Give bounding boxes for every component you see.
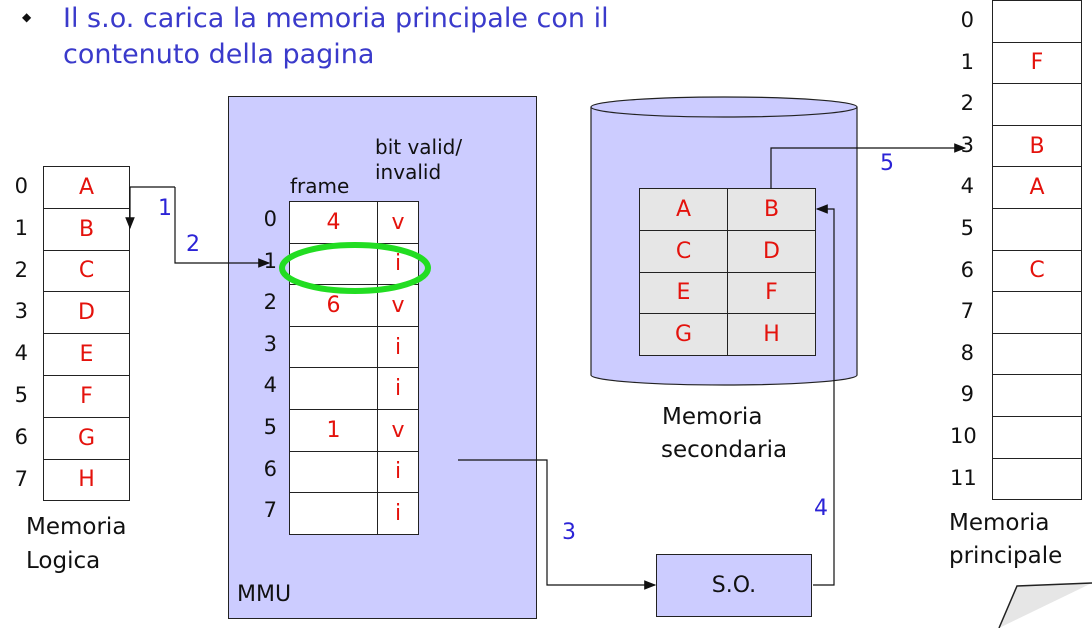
secondary-page-cell: H xyxy=(727,313,816,357)
physical-frame-cell xyxy=(992,83,1082,126)
logical-cell: B xyxy=(43,207,130,251)
page-table-frame xyxy=(289,450,378,494)
bullet-line-2: contenuto della pagina xyxy=(63,39,375,70)
physical-index: 11 xyxy=(950,465,977,490)
logical-index: 5 xyxy=(14,383,28,407)
bullet-marker: ◆ xyxy=(22,10,32,24)
page-table-frame xyxy=(289,367,378,410)
page-table-index: 1 xyxy=(263,248,277,273)
page-table-frame: 4 xyxy=(289,201,378,244)
physical-index: 2 xyxy=(960,91,974,116)
physical-frame-cell xyxy=(992,0,1082,43)
physical-frame-cell xyxy=(992,457,1082,501)
page-table-frame: 6 xyxy=(289,284,378,327)
os-box: S.O. xyxy=(656,554,812,617)
page-table-bit: i xyxy=(377,325,419,369)
physical-frame-cell xyxy=(992,208,1082,251)
page-table-index: 0 xyxy=(263,207,277,231)
page-table-frame xyxy=(289,325,378,369)
logical-index: 3 xyxy=(14,299,28,324)
secondary-page-cell: G xyxy=(639,313,728,357)
logical-cell: F xyxy=(43,375,130,418)
page-table-bit: i xyxy=(377,492,419,535)
physical-index: 3 xyxy=(960,132,974,157)
physical-index: 4 xyxy=(960,174,974,199)
bit-header-line-2: invalid xyxy=(375,160,442,184)
step-1-number: 1 xyxy=(158,196,172,221)
bit-header-line-1: bit valid/ xyxy=(375,135,463,159)
secondary-page-cell: C xyxy=(639,229,728,273)
physical-frame-cell: F xyxy=(992,41,1082,85)
physical-frame-cell xyxy=(992,291,1082,334)
physical-index: 1 xyxy=(960,49,974,74)
secondary-page-cell: A xyxy=(639,188,728,231)
physical-label-line-1: Memoria xyxy=(949,510,1050,536)
logical-cell: E xyxy=(43,333,130,376)
page-table-frame xyxy=(289,242,378,286)
physical-frame-cell xyxy=(992,416,1082,459)
physical-frame-cell: A xyxy=(992,166,1082,209)
secondary-label-line-1: Memoria xyxy=(662,404,763,430)
logical-index: 7 xyxy=(14,466,28,491)
physical-index: 0 xyxy=(960,8,974,32)
physical-index: 8 xyxy=(960,340,974,365)
page-table-index: 5 xyxy=(263,415,277,439)
page-table-index: 3 xyxy=(263,331,277,356)
secondary-page-cell: D xyxy=(727,229,816,273)
logical-index: 6 xyxy=(14,424,28,449)
logical-cell: D xyxy=(43,291,130,335)
page-table-frame xyxy=(289,492,378,535)
step-2-number: 2 xyxy=(186,232,200,257)
logical-index: 1 xyxy=(14,215,28,240)
secondary-label-line-2: secondaria xyxy=(661,437,788,463)
logical-label-line-2: Logica xyxy=(26,548,101,574)
page-table-bit: i xyxy=(377,242,419,286)
physical-frame-cell: B xyxy=(992,124,1082,168)
logical-index: 4 xyxy=(14,341,28,366)
page-table-bit: i xyxy=(377,450,419,494)
page-table-index: 7 xyxy=(263,498,277,523)
logical-label-line-1: Memoria xyxy=(26,514,127,540)
logical-index: 0 xyxy=(14,174,28,198)
physical-index: 5 xyxy=(960,216,974,240)
secondary-page-cell: B xyxy=(727,188,816,231)
logical-cell: G xyxy=(43,416,130,460)
physical-index: 9 xyxy=(960,382,974,407)
physical-index: 6 xyxy=(960,257,974,282)
page-table-bit: v xyxy=(377,201,419,244)
logical-index: 2 xyxy=(14,257,28,282)
physical-frame-cell xyxy=(992,374,1082,417)
step-5-number: 5 xyxy=(880,151,894,176)
step-4-number: 4 xyxy=(814,496,828,521)
page-table-index: 2 xyxy=(263,290,277,315)
page-table-frame: 1 xyxy=(289,409,378,452)
page-table-bit: v xyxy=(377,284,419,327)
page-table-index: 4 xyxy=(263,373,277,398)
logical-cell: C xyxy=(43,249,130,293)
frame-header: frame xyxy=(290,174,350,198)
logical-cell: H xyxy=(43,458,130,502)
physical-label-line-2: principale xyxy=(949,543,1063,569)
physical-frame-cell xyxy=(992,332,1082,376)
physical-frame-cell: C xyxy=(992,249,1082,293)
secondary-page-cell: E xyxy=(639,271,728,315)
os-label: S.O. xyxy=(711,573,757,598)
secondary-page-cell: F xyxy=(727,271,816,315)
logical-cell: A xyxy=(43,166,130,209)
step-3-number: 3 xyxy=(562,520,576,545)
page-table-bit: i xyxy=(377,367,419,410)
physical-index: 7 xyxy=(960,299,974,324)
page-table-index: 6 xyxy=(263,456,277,481)
mmu-label: MMU xyxy=(237,582,292,607)
bullet-line-1: Il s.o. carica la memoria principale con… xyxy=(63,3,609,34)
page-table-bit: v xyxy=(377,409,419,452)
physical-index: 10 xyxy=(950,424,977,448)
